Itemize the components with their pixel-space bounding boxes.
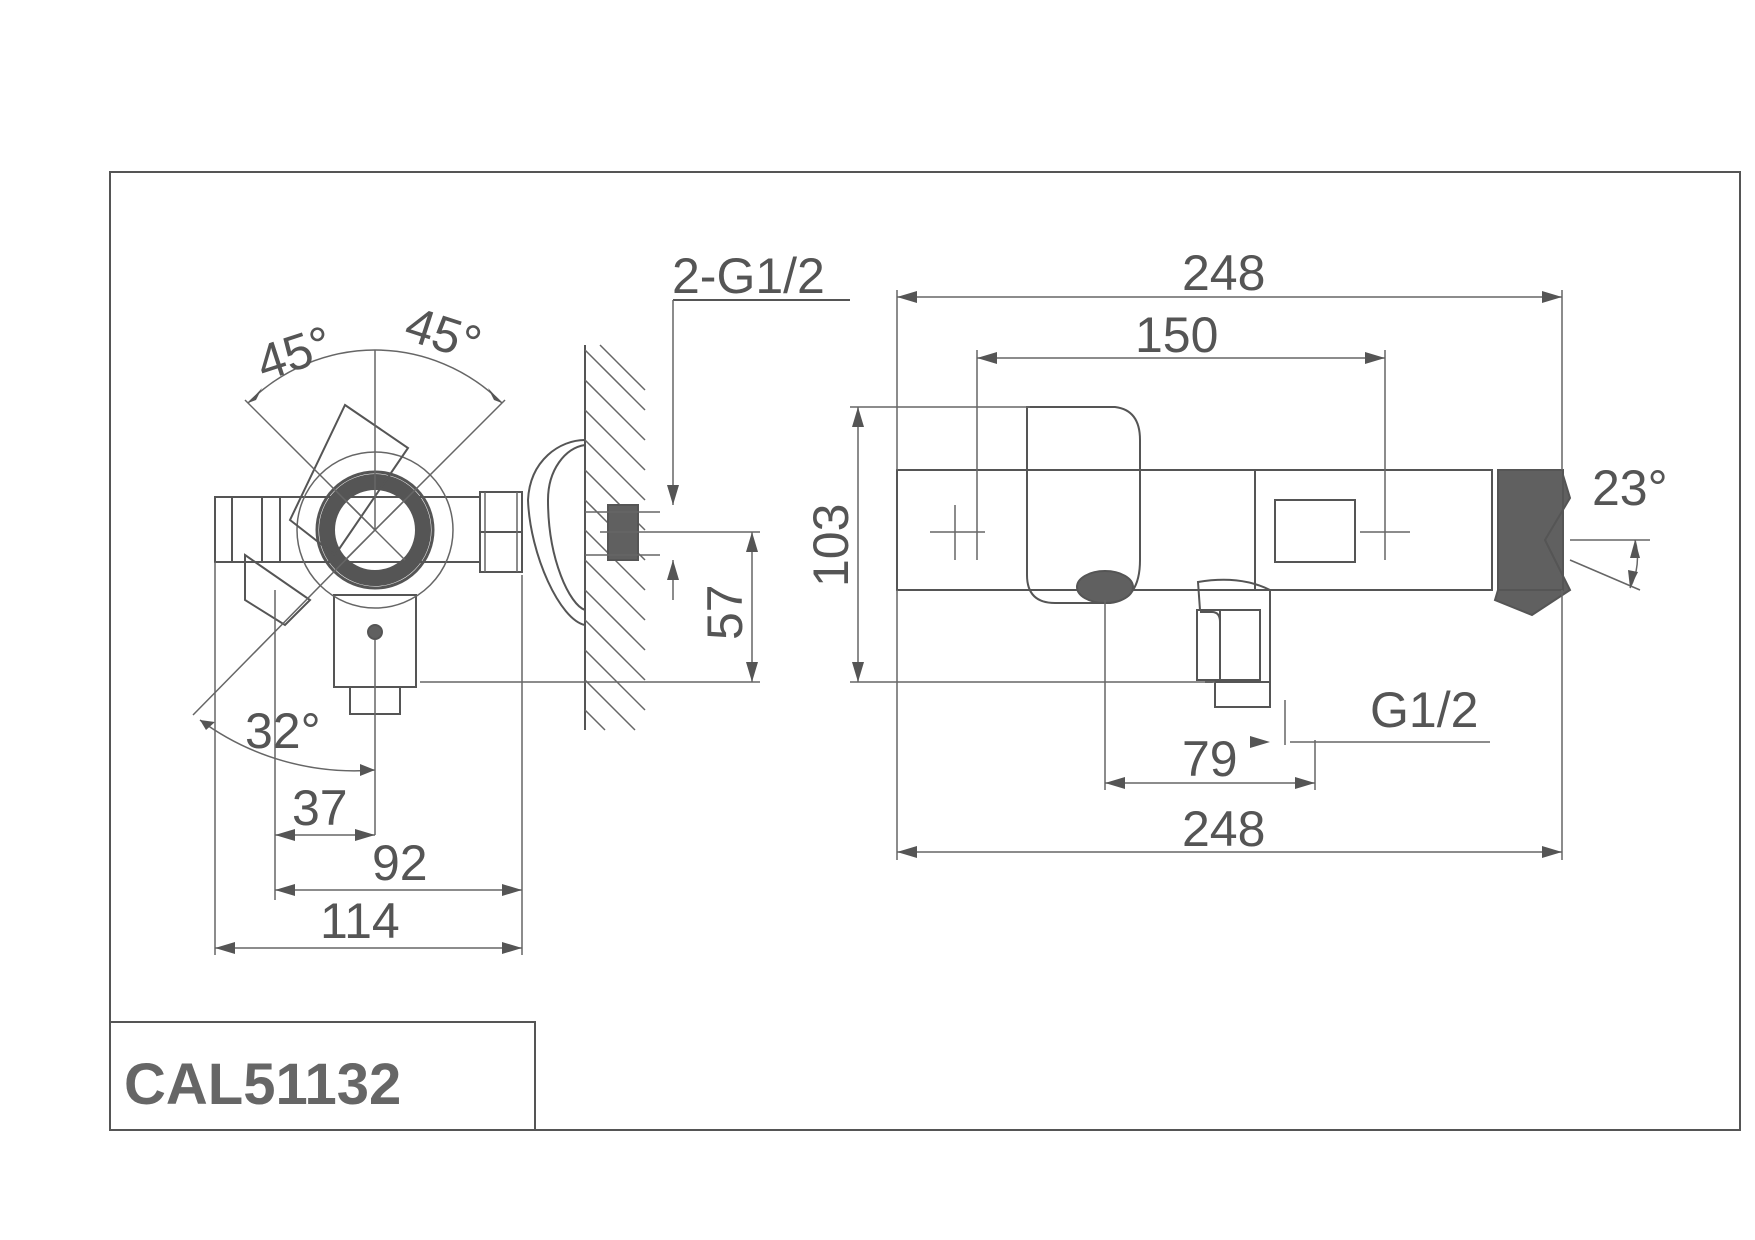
overall-top-label: 248 bbox=[1182, 245, 1265, 301]
outlet-angle-label: 23° bbox=[1592, 460, 1668, 516]
width-114-label: 114 bbox=[320, 893, 400, 949]
drawing-frame bbox=[109, 171, 1741, 1131]
left-handle[interactable] bbox=[1026, 406, 1141, 604]
right-handle[interactable] bbox=[1274, 499, 1356, 563]
overall-bottom-label: 248 bbox=[1182, 801, 1265, 857]
model-number: CAL51132 bbox=[124, 1052, 401, 1117]
height-103-label: 103 bbox=[803, 504, 859, 587]
valve-body bbox=[214, 496, 481, 563]
lever-lower[interactable] bbox=[244, 553, 312, 627]
angle-label-left: 45° bbox=[250, 315, 339, 392]
connection-label: 2-G1/2 bbox=[672, 248, 825, 304]
outlet-offset-label: 79 bbox=[1182, 731, 1238, 787]
lever-upper[interactable] bbox=[288, 403, 410, 557]
outlet-connection-label: G1/2 bbox=[1370, 682, 1478, 738]
wall-hatch bbox=[584, 344, 646, 731]
title-block bbox=[109, 1021, 536, 1131]
mixer-body bbox=[896, 469, 1493, 591]
handle-spacing-label: 150 bbox=[1135, 307, 1218, 363]
side-view: 45° 45° 32° 2-G1/2 57 37 92 bbox=[192, 248, 850, 955]
angle-label-bottom: 32° bbox=[245, 703, 321, 759]
angle-label-right: 45° bbox=[399, 296, 488, 373]
escutcheon bbox=[526, 439, 586, 626]
width-37-label: 37 bbox=[292, 780, 348, 836]
front-view: 248 150 103 23° G1/2 79 bbox=[803, 245, 1668, 860]
height-57-label: 57 bbox=[697, 584, 753, 640]
width-92-label: 92 bbox=[372, 835, 428, 891]
